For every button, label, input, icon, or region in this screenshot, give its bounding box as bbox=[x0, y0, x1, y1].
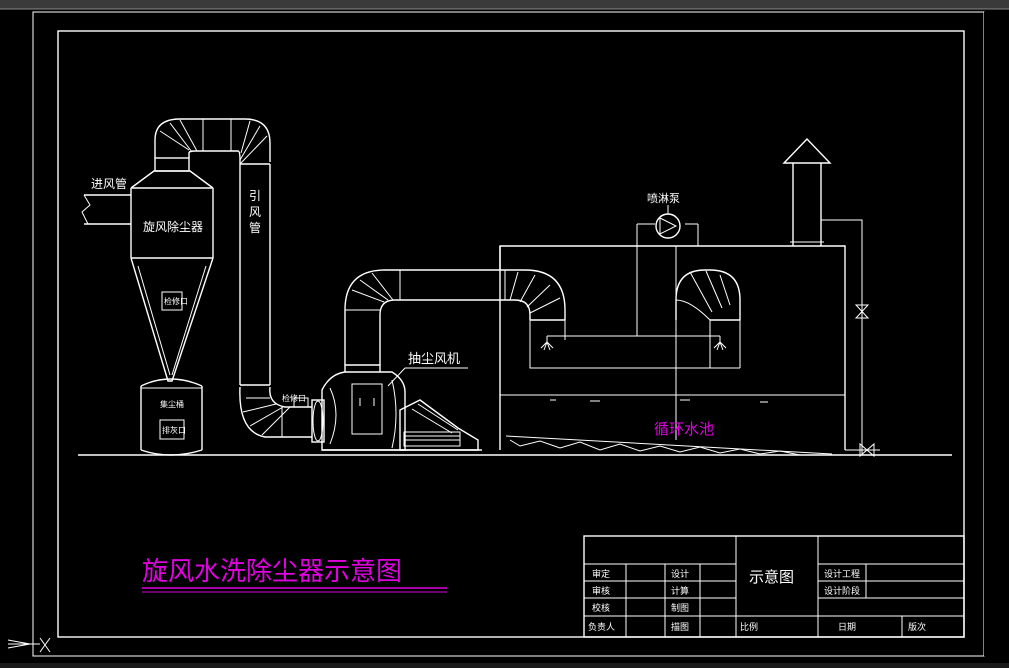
dust-bin bbox=[140, 378, 203, 456]
tb-traced-by: 描图 bbox=[671, 621, 689, 633]
tb-scale: 比例 bbox=[740, 621, 758, 633]
label-duct-char-1: 引 bbox=[249, 189, 261, 203]
cyclone-separator bbox=[130, 157, 214, 382]
tb-revision: 版次 bbox=[908, 621, 926, 633]
label-duct-char-3: 管 bbox=[249, 220, 261, 235]
induced-draft-duct bbox=[239, 164, 312, 438]
exhaust-stack bbox=[782, 137, 832, 246]
spray-nozzle-right bbox=[713, 340, 727, 351]
label-fan-inspection-port: 检修口 bbox=[282, 393, 306, 403]
right-scrollbar-area[interactable] bbox=[984, 12, 1009, 656]
screen-top-band bbox=[0, 0, 1009, 9]
ucs-axis-icon bbox=[7, 637, 51, 653]
main-duct bbox=[344, 269, 566, 365]
tb-design-stage: 设计阶段 bbox=[824, 585, 860, 597]
label-water-tank: 循环水池 bbox=[654, 420, 714, 438]
pipe-valve-lower bbox=[859, 442, 875, 458]
fan-leader-line bbox=[387, 367, 406, 387]
tb-designed-by: 设计 bbox=[671, 568, 689, 580]
label-duct-char-2: 风 bbox=[249, 205, 261, 219]
tank-outlet-elbow bbox=[675, 269, 741, 321]
title-block bbox=[583, 535, 965, 638]
label-spray-pump: 喷淋泵 bbox=[647, 192, 680, 205]
tb-drawn-by: 制图 bbox=[671, 602, 689, 614]
label-cyclone-inspection-port: 检修口 bbox=[164, 296, 188, 306]
spray-piping bbox=[540, 223, 727, 440]
cyclone-top-elbow bbox=[154, 118, 271, 165]
tb-design-project: 设计工程 bbox=[824, 568, 860, 580]
title-block-center-title: 示意图 bbox=[749, 568, 794, 586]
inner-frame bbox=[57, 30, 965, 638]
label-ash-outlet: 排灰口 bbox=[162, 425, 186, 435]
label-inlet-pipe: 进风管 bbox=[91, 176, 127, 191]
drawing-title: 旋风水洗除尘器示意图 bbox=[142, 557, 402, 587]
cyclone-inspection-port-box bbox=[161, 291, 183, 311]
pipe-valve-upper bbox=[854, 304, 870, 319]
spray-pump bbox=[655, 205, 681, 239]
spray-nozzle-left bbox=[540, 340, 554, 351]
label-cyclone: 旋风除尘器 bbox=[143, 219, 203, 234]
label-fan: 抽尘风机 bbox=[408, 352, 460, 367]
tb-date: 日期 bbox=[838, 622, 856, 633]
spray-tank bbox=[499, 245, 846, 456]
exhaust-fan bbox=[293, 364, 482, 451]
tb-reviewed-by: 审核 bbox=[592, 585, 610, 597]
tb-responsible: 负责人 bbox=[588, 621, 615, 633]
tb-approved-by: 审定 bbox=[592, 568, 610, 580]
label-dust-bin: 集尘桶 bbox=[160, 399, 184, 409]
tb-calculated-by: 计算 bbox=[671, 585, 689, 597]
ash-outlet-box bbox=[159, 419, 185, 440]
tb-checked-by: 校核 bbox=[592, 602, 610, 614]
inlet-pipe bbox=[81, 194, 131, 225]
circulation-pipe bbox=[821, 219, 880, 458]
